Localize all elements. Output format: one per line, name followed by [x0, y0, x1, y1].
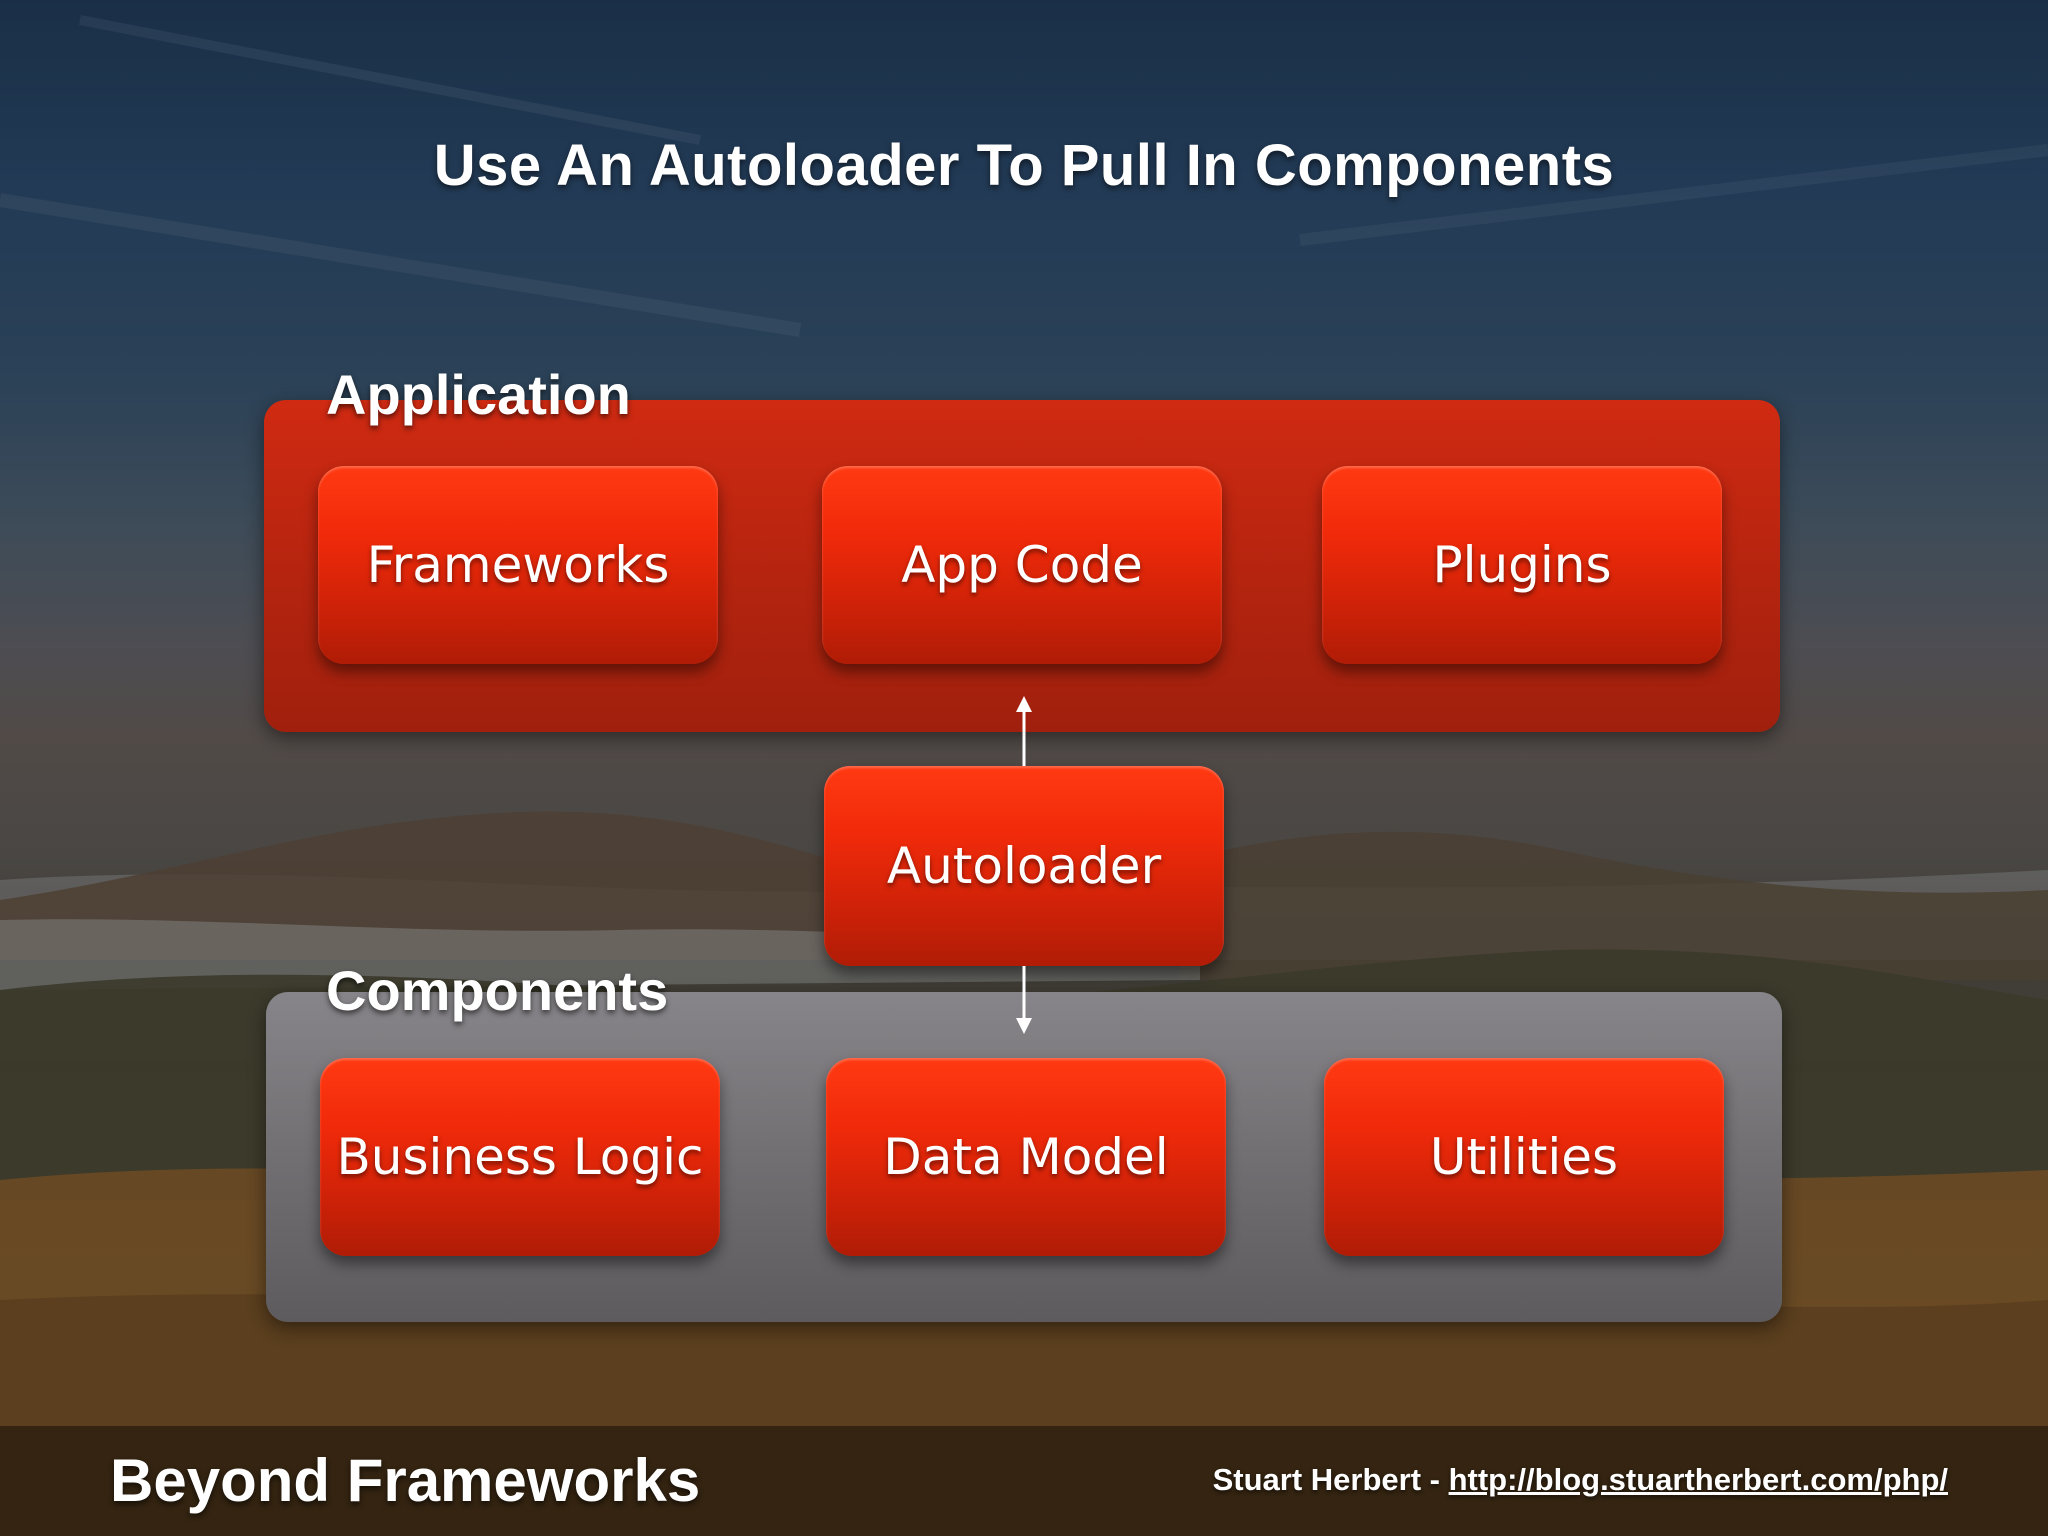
- frameworks-label: Frameworks: [367, 536, 670, 594]
- components-group-label: Components: [326, 958, 668, 1023]
- app-code-label: App Code: [901, 536, 1143, 594]
- footer-presentation-title: Beyond Frameworks: [110, 1446, 700, 1515]
- footer-author: Stuart Herbert -: [1213, 1462, 1449, 1497]
- business-logic-label: Business Logic: [336, 1128, 703, 1186]
- autoloader-label: Autoloader: [887, 837, 1161, 895]
- utilities-box: Utilities: [1324, 1058, 1724, 1256]
- footer-credit: Stuart Herbert - http://blog.stuartherbe…: [1213, 1462, 1948, 1498]
- footer-blog-link[interactable]: http://blog.stuartherbert.com/php/: [1449, 1462, 1948, 1497]
- plugins-box: Plugins: [1322, 466, 1722, 664]
- plugins-label: Plugins: [1432, 536, 1611, 594]
- frameworks-box: Frameworks: [318, 466, 718, 664]
- application-group-label: Application: [326, 362, 631, 427]
- utilities-label: Utilities: [1430, 1128, 1618, 1186]
- data-model-label: Data Model: [883, 1128, 1168, 1186]
- slide-title: Use An Autoloader To Pull In Components: [0, 132, 2048, 199]
- business-logic-box: Business Logic: [320, 1058, 720, 1256]
- data-model-box: Data Model: [826, 1058, 1226, 1256]
- autoloader-box: Autoloader: [824, 766, 1224, 966]
- app-code-box: App Code: [822, 466, 1222, 664]
